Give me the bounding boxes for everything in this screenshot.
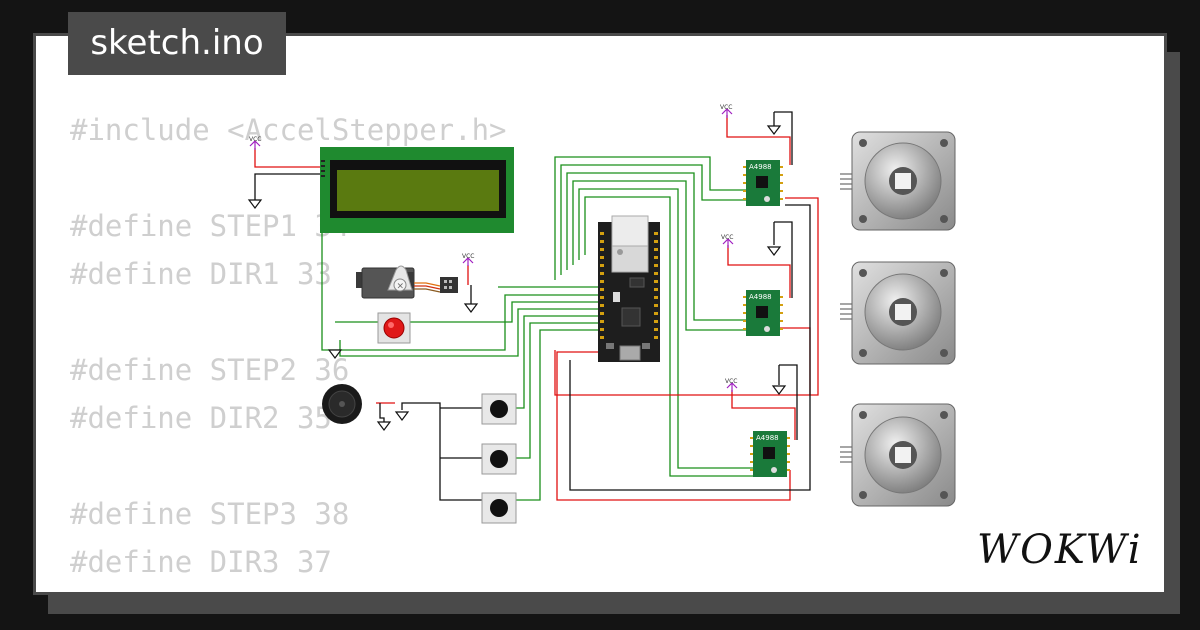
svg-text:×: × — [397, 282, 405, 292]
ground-icon — [766, 246, 782, 256]
code-line: #include <AccelStepper.h> — [70, 113, 507, 147]
pushbutton[interactable] — [481, 443, 517, 475]
servo-motor[interactable]: × — [356, 265, 458, 299]
ground-icon — [327, 349, 343, 359]
code-line: #define STEP3 38 — [70, 497, 350, 531]
a4988-driver[interactable]: A4988 — [743, 160, 783, 206]
code-line: #define STEP2 36 — [70, 353, 350, 387]
black-wires — [254, 111, 811, 501]
code-line: #define DIR2 35 — [70, 401, 332, 435]
stepper-motor[interactable] — [840, 131, 956, 231]
ground-icon — [766, 125, 782, 135]
wokwi-logo: WOKWi — [977, 527, 1143, 573]
vcc-label: VCC — [720, 104, 732, 111]
lcd-display[interactable] — [320, 147, 514, 233]
ground-icon — [247, 199, 263, 209]
ground-icon — [376, 421, 392, 431]
ground-icon — [394, 411, 410, 421]
stepper-motor[interactable] — [840, 403, 956, 507]
code-line: #define DIR1 33 — [70, 257, 332, 291]
ground-symbols — [247, 125, 787, 431]
pushbutton[interactable] — [481, 393, 517, 425]
esp32-board[interactable] — [598, 215, 660, 362]
buzzer[interactable] — [322, 384, 362, 424]
a4988-driver[interactable]: A4988 — [750, 431, 790, 477]
vcc-label: VCC — [721, 234, 733, 241]
driver-label: A4988 — [756, 434, 779, 442]
pushbutton[interactable] — [481, 492, 517, 524]
file-tab[interactable]: sketch.ino — [68, 12, 286, 75]
code-preview: #include <AccelStepper.h>#define STEP1 3… — [70, 106, 507, 586]
vcc-label: VCC — [462, 253, 474, 260]
ground-icon — [771, 385, 787, 395]
driver-label: A4988 — [749, 163, 772, 171]
vcc-symbols — [249, 108, 738, 392]
vcc-label: VCC — [249, 136, 261, 143]
ground-icon — [463, 303, 479, 313]
driver-label: A4988 — [749, 293, 772, 301]
vcc-label: VCC — [725, 378, 737, 385]
red-pushbutton[interactable] — [377, 312, 411, 344]
a4988-driver[interactable]: A4988 — [743, 290, 783, 336]
stepper-motor[interactable] — [840, 261, 956, 365]
code-line: #define DIR3 37 — [70, 545, 332, 579]
